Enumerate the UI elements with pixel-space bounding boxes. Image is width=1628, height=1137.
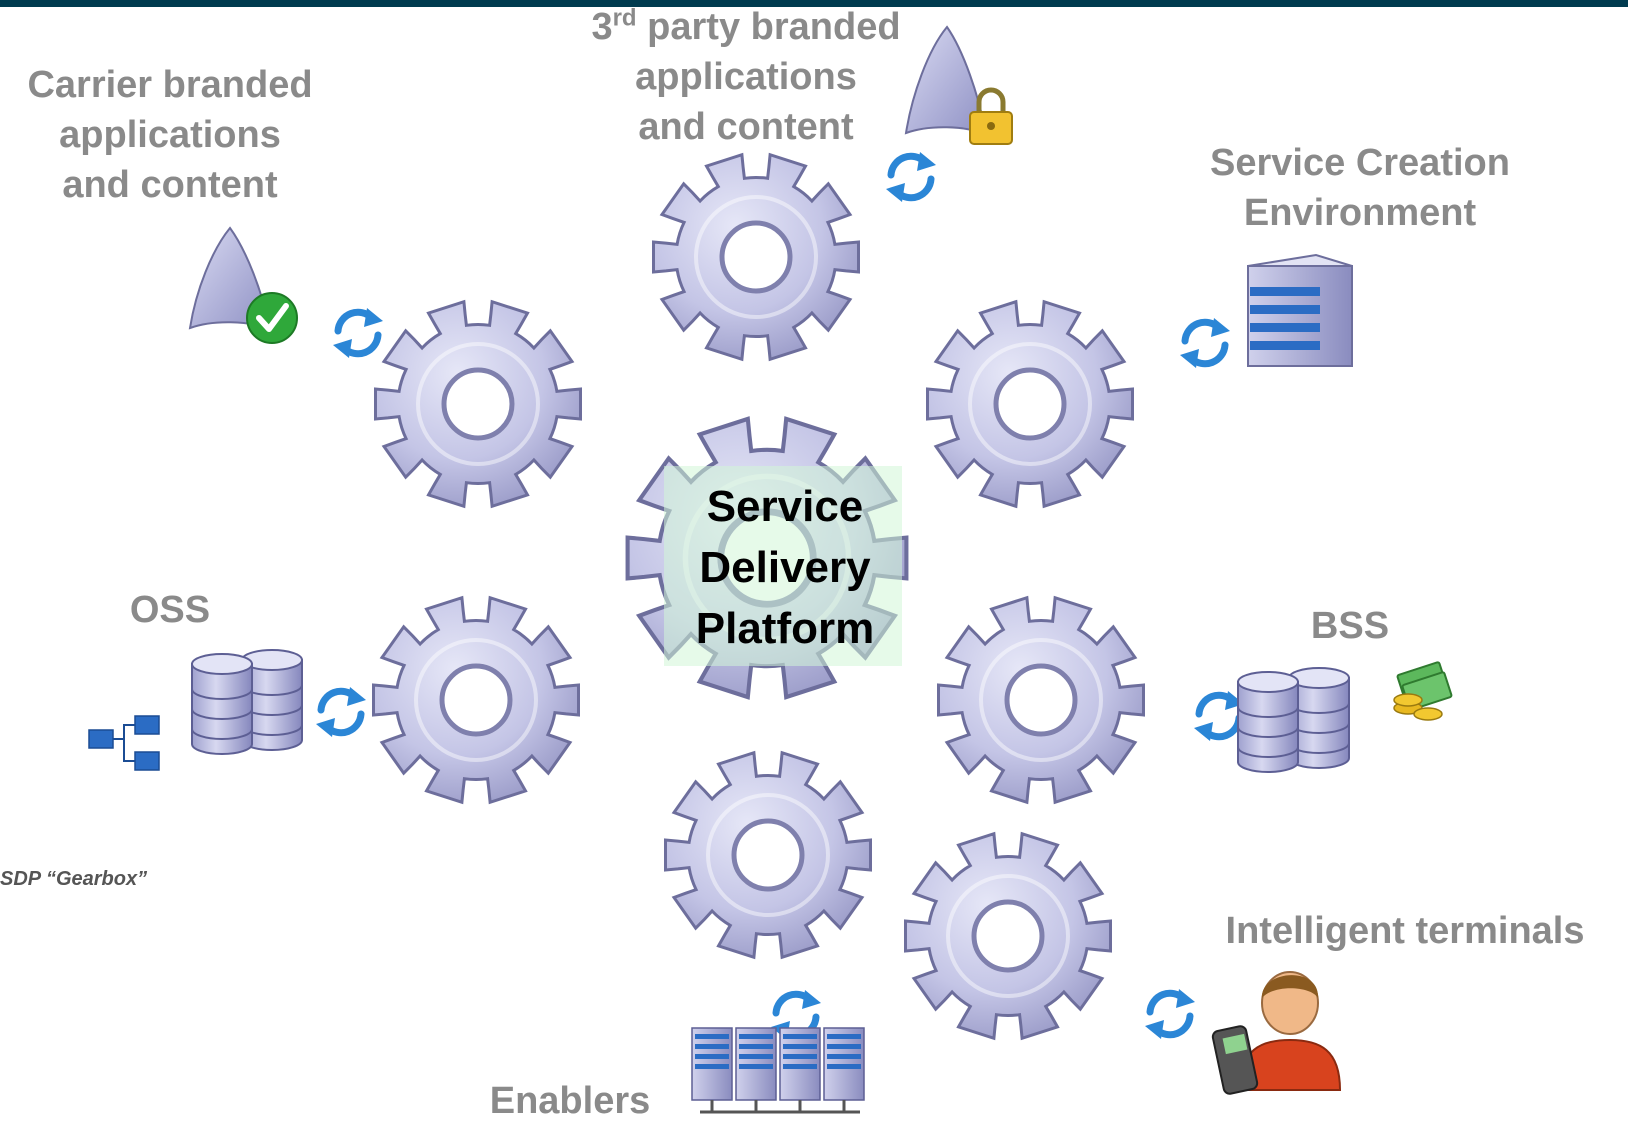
third-party-label-line-2: applications <box>635 56 857 98</box>
application-lock-icon <box>904 25 1013 145</box>
server-stack-icon <box>1247 253 1353 367</box>
carrier-label-line-3: and content <box>62 164 278 206</box>
third-party-label: 3rd party branded applications and conte… <box>566 2 926 152</box>
server-rack-icon <box>690 1026 866 1114</box>
sync-arrows-icon-bss <box>1194 691 1244 741</box>
money-icon <box>1393 661 1453 721</box>
center-label-line-3: Platform <box>695 604 875 653</box>
user-phone-icon <box>1211 971 1342 1095</box>
gear-icon-enablers <box>666 753 871 958</box>
third-party-number: 3 <box>591 6 613 48</box>
sce-label-line-2: Environment <box>1243 192 1477 234</box>
database-icon-bss <box>1237 667 1350 773</box>
gear-icon-bss <box>939 598 1144 803</box>
third-party-label-line-1: 3rd party branded <box>566 2 926 52</box>
center-label: Service Delivery Platform <box>640 476 930 659</box>
intelligent-terminals-label: Intelligent terminals <box>1225 910 1585 952</box>
sync-arrows-icon-oss <box>316 687 366 737</box>
carrier-label-line-2: applications <box>59 114 281 156</box>
application-check-icon <box>188 226 298 344</box>
carrier-label-line-1: Carrier branded <box>27 64 313 106</box>
enablers-label: Enablers <box>489 1080 651 1122</box>
third-party-label-line-3: and content <box>638 106 854 148</box>
sce-label-line-1: Service Creation <box>1210 142 1510 184</box>
sync-arrows-icon-carrier <box>333 308 383 358</box>
center-highlight <box>664 466 902 666</box>
caption: SDP “Gearbox” <box>0 868 148 890</box>
oss-label: OSS <box>129 589 211 631</box>
sync-arrows-icon-third-party <box>886 152 936 202</box>
hierarchy-icon <box>88 715 160 771</box>
gear-icon-sce <box>928 302 1133 507</box>
gear-icon-third-party <box>654 155 859 360</box>
bss-label: BSS <box>1310 605 1390 647</box>
center-label-line-1: Service <box>706 482 864 531</box>
sce-label: Service Creation Environment <box>1160 138 1560 238</box>
gear-icon-carrier <box>376 302 581 507</box>
top-bar <box>0 0 1628 7</box>
gear-icon-terminals <box>906 834 1111 1039</box>
sync-arrows-icon-terminals <box>1145 989 1195 1039</box>
third-party-label-rest: party branded <box>636 6 901 48</box>
sync-arrows-icon-sce <box>1180 318 1230 368</box>
gear-icon-oss <box>374 598 579 803</box>
database-icon-oss <box>191 649 303 755</box>
center-label-line-2: Delivery <box>699 543 871 592</box>
carrier-label: Carrier branded applications and content <box>0 60 340 210</box>
third-party-superscript: rd <box>612 4 637 32</box>
